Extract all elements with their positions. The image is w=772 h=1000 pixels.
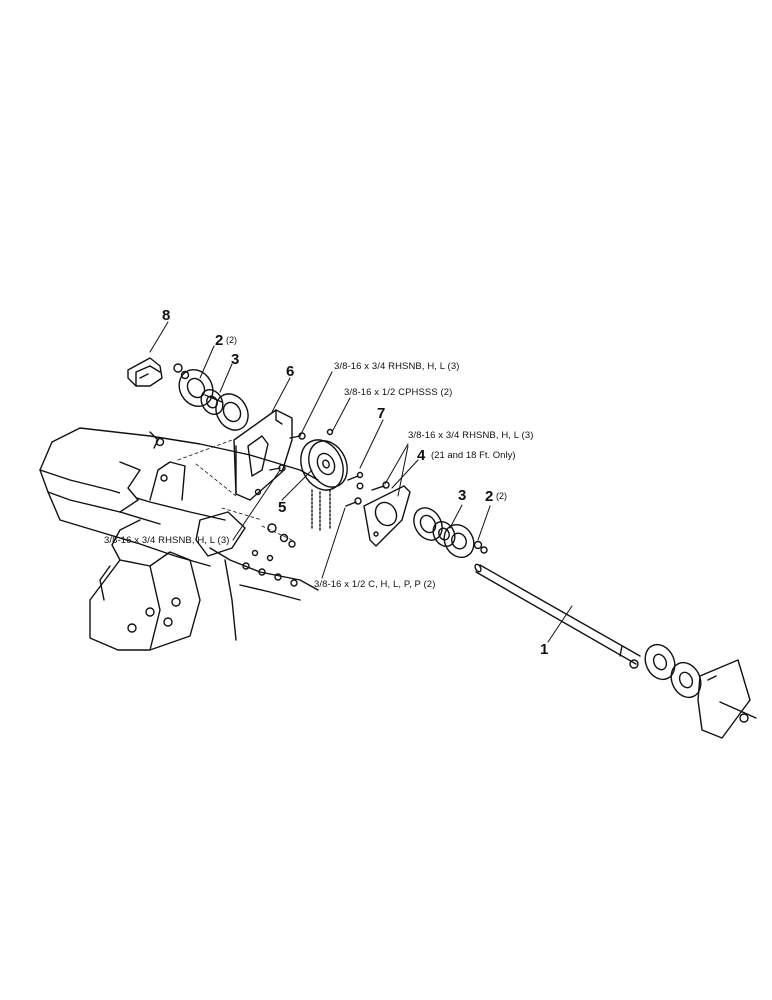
part-number-1: 1: [540, 641, 549, 658]
callout-carriage-bolt: 3/8-16 x 1/2 C, H, L, P, P (2): [314, 579, 436, 590]
callout-rhsnb-top: 3/8-16 x 3/4 RHSNB, H, L (3): [334, 361, 460, 372]
part-5-pulley: [300, 428, 348, 531]
part-2-upper-qty: (2): [226, 335, 237, 345]
callout-rhsnb-right: 3/8-16 x 3/4 RHSNB, H, L (3): [408, 430, 534, 441]
part-2-upper-flange-b: [215, 393, 249, 431]
part-3-lower-bearing: [413, 507, 488, 559]
part-4-note: (21 and 18 Ft. Only): [431, 450, 516, 461]
part-number-6: 6: [286, 363, 295, 380]
part-8-clip: [127, 357, 163, 387]
part-4-plate: [363, 485, 411, 547]
part-number-7: 7: [377, 405, 386, 422]
part-number-2-lower: 2: [485, 488, 494, 505]
part-1-shaft: [474, 563, 641, 669]
frame-nuts: [267, 523, 296, 548]
alignment-lines: [177, 439, 293, 541]
part-number-8: 8: [162, 307, 171, 324]
part-6-bracket-plate: [233, 409, 306, 501]
callout-cphsss: 3/8-16 x 1/2 CPHSSS (2): [344, 387, 453, 398]
part-number-3-lower: 3: [458, 487, 467, 504]
header-frame-beam: [39, 427, 319, 651]
part-number-3-upper: 3: [231, 351, 240, 368]
end-hub-assembly: [644, 643, 757, 739]
part-number-5: 5: [278, 499, 287, 516]
callout-rhsnb-left: 3/8-16 x 3/4 RHSNB, H, L (3): [104, 535, 230, 546]
part-7-setscrew: [345, 471, 390, 507]
upper-nuts: [173, 363, 190, 380]
leader-lines: [149, 321, 573, 643]
part-3-upper-bearing: [200, 388, 224, 416]
part-number-4: 4: [417, 447, 426, 464]
part-2-lower-qty: (2): [496, 491, 507, 501]
part-number-2-upper: 2: [215, 332, 224, 349]
